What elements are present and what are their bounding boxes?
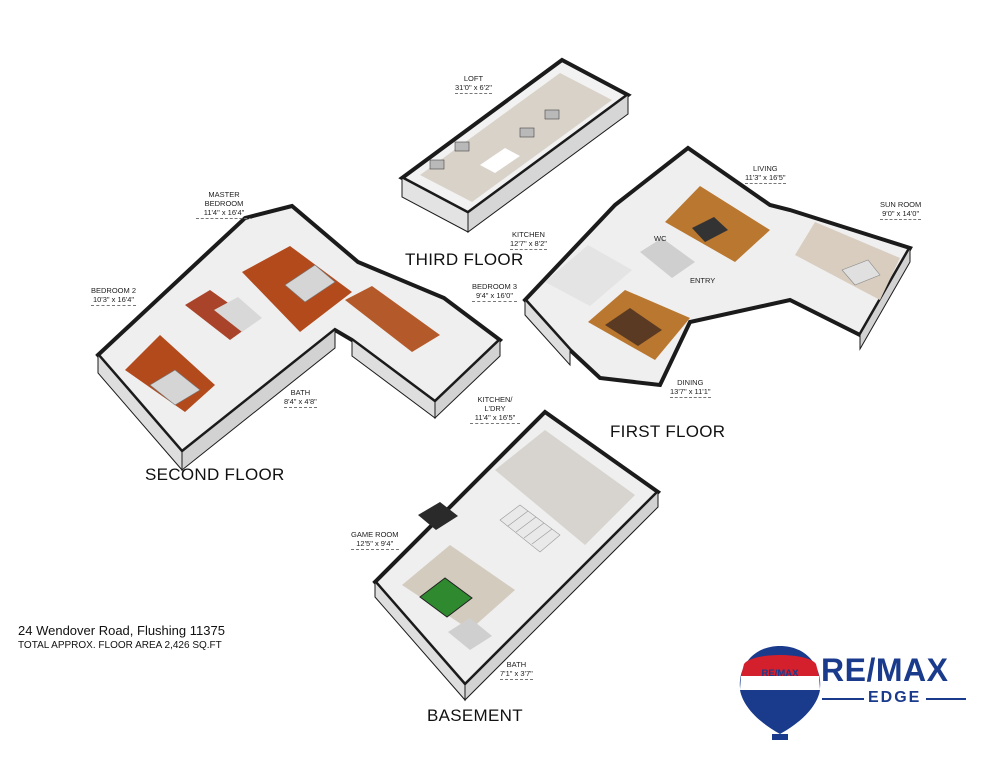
room-label-bedroom2: BEDROOM 2 10'3" x 16'4": [91, 286, 137, 306]
room-dim-bedroom3: 9'4" x 16'0": [472, 291, 518, 302]
room-label-living: LIVING 11'3" x 16'5": [745, 164, 786, 184]
room-label-bath-basement: BATH 7'1" x 3'7": [500, 660, 533, 680]
second-floor-plan: [95, 203, 504, 472]
room-name-bedroom3: BEDROOM 3: [472, 282, 518, 291]
room-name-gameroom: GAME ROOM: [351, 530, 399, 539]
room-name-bedroom2: BEDROOM 2: [91, 286, 137, 295]
room-label-dining: DINING 13'7" x 11'1": [670, 378, 711, 398]
room-name-kitchen-ldry: KITCHEN/ L'DRY: [477, 395, 513, 413]
room-dim-living: 11'3" x 16'5": [745, 173, 786, 184]
room-label-kitchen-ldry: KITCHEN/ L'DRY 11'4" x 16'5": [470, 395, 520, 424]
property-floor-area: TOTAL APPROX. FLOOR AREA 2,426 SQ.FT: [18, 640, 222, 651]
room-label-bedroom3: BEDROOM 3 9'4" x 16'0": [472, 282, 518, 302]
room-label-entry: ENTRY: [690, 276, 716, 285]
room-dim-sunroom: 9'0" x 14'0": [880, 209, 922, 220]
room-name-bath-basement: BATH: [506, 660, 527, 669]
first-floor-plan: [522, 145, 913, 388]
room-label-wc: WC: [654, 234, 667, 243]
brand-subtitle: EDGE: [868, 689, 922, 706]
third-floor-title: THIRD FLOOR: [405, 250, 524, 269]
room-name-sunroom: SUN ROOM: [880, 200, 922, 209]
basement-title: BASEMENT: [427, 706, 523, 725]
room-dim-kitchen-ldry: 11'4" x 16'5": [470, 413, 520, 424]
room-label-kitchen: KITCHEN 12'7" x 8'2": [510, 230, 547, 250]
room-label-bath-second: BATH 8'4" x 4'8": [284, 388, 317, 408]
room-name-loft: LOFT: [463, 74, 484, 83]
brand-name: RE/MAX: [821, 652, 949, 688]
room-dim-kitchen: 12'7" x 8'2": [510, 239, 547, 250]
room-label-sunroom: SUN ROOM 9'0" x 14'0": [880, 200, 922, 220]
balloon-logo-text: RE/MAX: [761, 668, 799, 679]
room-dim-bedroom2: 10'3" x 16'4": [91, 295, 137, 306]
room-dim-dining: 13'7" x 11'1": [670, 387, 711, 398]
second-floor-title: SECOND FLOOR: [145, 465, 285, 484]
room-label-loft: LOFT 31'0" x 6'2": [455, 74, 492, 94]
room-name-bath-second: BATH: [290, 388, 311, 397]
brand-rule-left: [822, 698, 864, 700]
third-floor-plan: [398, 57, 632, 233]
basement-plan: [372, 409, 662, 702]
room-dim-master: 11'4" x 16'4": [196, 208, 252, 219]
room-name-kitchen: KITCHEN: [512, 230, 545, 239]
room-dim-gameroom: 12'5" x 9'4": [351, 539, 399, 550]
remax-balloon-logo: [739, 646, 821, 740]
first-floor-title: FIRST FLOOR: [610, 422, 726, 441]
room-dim-bath-basement: 7'1" x 3'7": [500, 669, 533, 680]
room-name-living: LIVING: [752, 164, 778, 173]
property-address: 24 Wendover Road, Flushing 11375: [18, 623, 225, 638]
room-dim-loft: 31'0" x 6'2": [455, 83, 492, 94]
room-dim-bath-second: 8'4" x 4'8": [284, 397, 317, 408]
room-name-dining: DINING: [677, 378, 704, 387]
room-name-master: MASTER BEDROOM: [204, 190, 244, 208]
room-label-gameroom: GAME ROOM 12'5" x 9'4": [351, 530, 399, 550]
room-label-master: MASTER BEDROOM 11'4" x 16'4": [196, 190, 252, 219]
brand-rule-right: [926, 698, 966, 700]
